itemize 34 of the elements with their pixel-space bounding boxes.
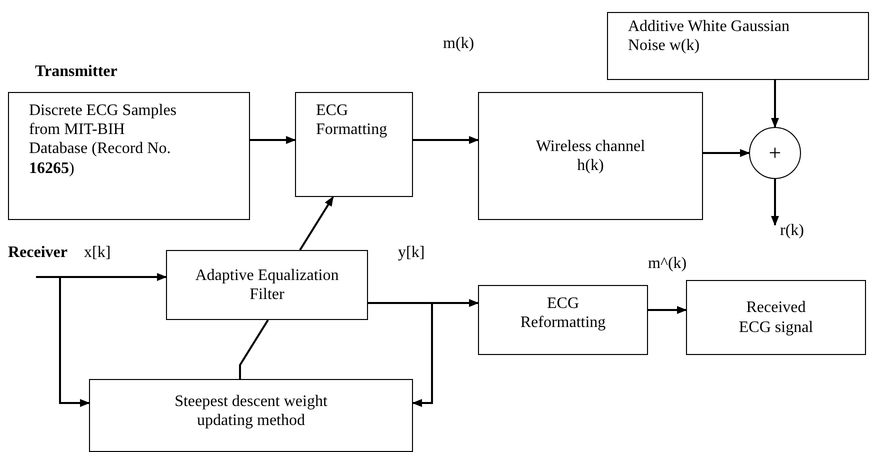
arrow: [250, 136, 296, 144]
signal-label: Receiver: [8, 243, 68, 262]
signal-label: x[k]: [84, 243, 111, 262]
arrow: [299, 196, 334, 251]
plus-sign: +: [768, 142, 782, 164]
arrow: [59, 277, 90, 407]
process-box: [478, 92, 703, 220]
box-label: Adaptive Equalization Filter: [194, 266, 340, 304]
box-label: Additive White Gaussian Noise w(k): [628, 17, 790, 56]
box-label: Wireless channel h(k): [535, 136, 646, 176]
signal-label: m(k): [443, 34, 474, 54]
box-label: ECG Reformatting: [519, 294, 607, 332]
box-label: Steepest descent weight updating method: [174, 392, 328, 430]
process-box: [478, 285, 648, 355]
process-box: [295, 92, 413, 197]
arrow: [368, 302, 433, 407]
arrow: [413, 136, 479, 144]
signal-label: r(k): [770, 221, 812, 243]
arrow: [36, 273, 167, 281]
arrow: [771, 179, 779, 226]
box-label: Discrete ECG Samples from MIT-BIH Database (Record No. 16265): [29, 101, 178, 178]
signal-label: m^(k): [648, 254, 687, 274]
process-box: [89, 379, 413, 452]
process-box: [686, 280, 866, 355]
arrow: [703, 149, 750, 157]
signal-label: Transmitter: [35, 62, 118, 82]
box-label: Received ECG signal: [738, 298, 814, 337]
process-box: [166, 250, 368, 320]
box-label: ECG Formatting: [316, 101, 388, 140]
process-box: [8, 92, 250, 220]
signal-label: y[k]: [398, 243, 425, 262]
arrow: [648, 306, 687, 314]
process-box: [607, 12, 869, 80]
arrow: [771, 80, 779, 128]
